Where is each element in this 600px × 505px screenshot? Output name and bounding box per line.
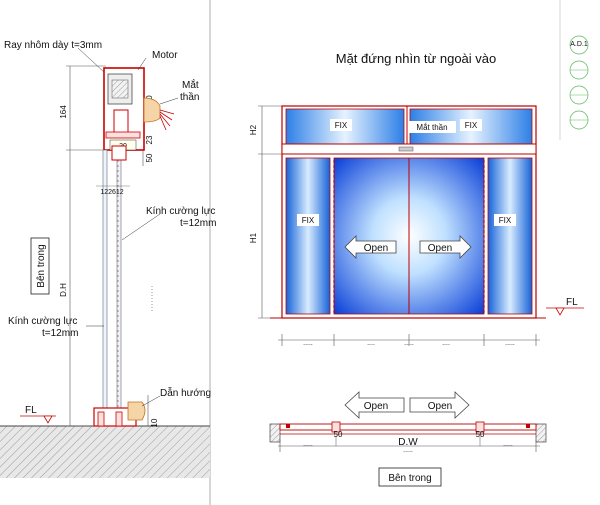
elev-dim-dots: ..... xyxy=(303,340,313,347)
sensor-label-elevation: Mắt thần xyxy=(416,123,447,132)
elev-dim-dots: .... xyxy=(367,340,375,347)
plan-wall-left xyxy=(269,423,281,443)
fl-marker-elevation: FL xyxy=(546,297,584,316)
elev-dim-dots: .... xyxy=(442,340,450,347)
elevation-view: Mặt đứng nhìn từ ngoài vào H2 H1 FIX FIX… xyxy=(249,51,584,347)
inside-label-box xyxy=(378,467,442,487)
elevation-title: Mặt đứng nhìn từ ngoài vào xyxy=(336,51,497,66)
sensor-icon xyxy=(143,97,175,131)
fix-side-left-label: FIX xyxy=(302,216,315,225)
plan-rail xyxy=(279,423,537,431)
plan-open-arrow-left: Open xyxy=(344,391,405,419)
plan-view: Open Open 50 50 D.W ..... ..... ..... Bê… xyxy=(269,391,547,487)
dim-dh: D.H xyxy=(59,283,68,297)
open-arrow-right: Open xyxy=(419,235,472,259)
fix-top-left-label: FIX xyxy=(335,121,348,130)
floor-guide xyxy=(93,401,146,427)
section-view: 164 D.H 130 23 50 10 20 122612 xyxy=(0,40,218,478)
h1-label: H1 xyxy=(249,232,258,243)
h2-label: H2 xyxy=(249,124,258,135)
sheet-frame xyxy=(209,0,561,505)
glass-label-1: Kính cường lực t=12mm xyxy=(146,206,218,229)
fl-label-elevation: FL xyxy=(566,297,578,308)
guide-label: Dẫn hướng xyxy=(160,386,211,399)
dim-164: 164 xyxy=(59,105,68,119)
open-right-label: Open xyxy=(428,243,452,254)
dw-label: D.W xyxy=(398,437,418,448)
fix-top-right-label: FIX xyxy=(465,121,478,130)
plan-dim-dots: ..... xyxy=(303,441,313,448)
fl-marker-section: FL xyxy=(20,405,56,424)
sheet-code-block: A.D.1 xyxy=(569,35,589,130)
plan-dim-dots: ..... xyxy=(403,447,413,454)
dim-23: 23 xyxy=(145,135,154,144)
rail-label: Ray nhôm dày t=3mm xyxy=(4,40,102,51)
plan-open-left-label: Open xyxy=(364,401,388,412)
plan-open-right-label: Open xyxy=(428,401,452,412)
sensor-label-section: Mắt thần xyxy=(180,78,201,103)
elev-dim-dots: ..... xyxy=(505,340,515,347)
sheet-code: A.D.1 xyxy=(570,41,588,48)
floor-hatch xyxy=(0,426,210,478)
fl-label-section: FL xyxy=(25,405,37,416)
elev-dim-dots: ..... xyxy=(404,340,414,347)
plan-dim-50-right: 50 xyxy=(476,430,485,439)
open-left-label: Open xyxy=(364,243,388,254)
fix-side-right-panel xyxy=(487,157,533,315)
fix-side-right-label: FIX xyxy=(499,216,512,225)
sensor-icon xyxy=(398,146,414,152)
plan-dim-dots: ..... xyxy=(503,441,513,448)
open-arrow-left: Open xyxy=(344,235,397,259)
dim-50: 50 xyxy=(145,153,154,162)
plan-wall-right xyxy=(535,423,547,443)
motor-label: Motor xyxy=(152,50,178,61)
plan-dim-50-left: 50 xyxy=(334,430,343,439)
inside-label-plan: Bên trong xyxy=(388,473,431,484)
dim-gaps: 122612 xyxy=(100,189,123,196)
dim-10: 10 xyxy=(150,418,159,427)
fix-side-left-panel xyxy=(285,157,331,315)
glass-label-2: Kính cường lực t=12mm xyxy=(8,316,80,339)
inside-label-section: Bên trong xyxy=(36,244,47,287)
plan-open-arrow-right: Open xyxy=(409,391,470,419)
